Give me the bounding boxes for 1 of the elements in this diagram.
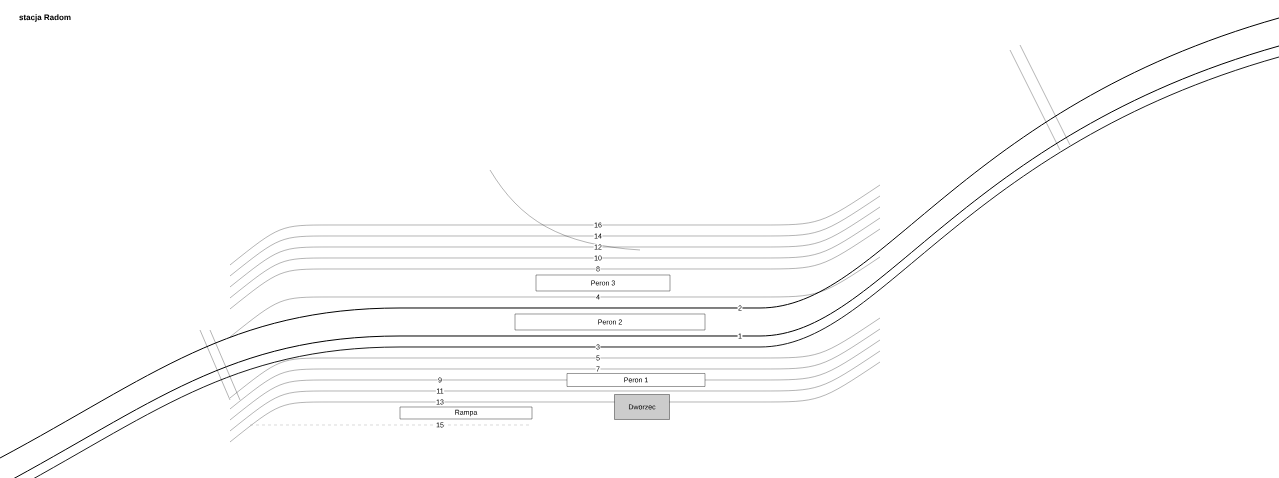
station-title: stacja Radom [19,14,71,22]
